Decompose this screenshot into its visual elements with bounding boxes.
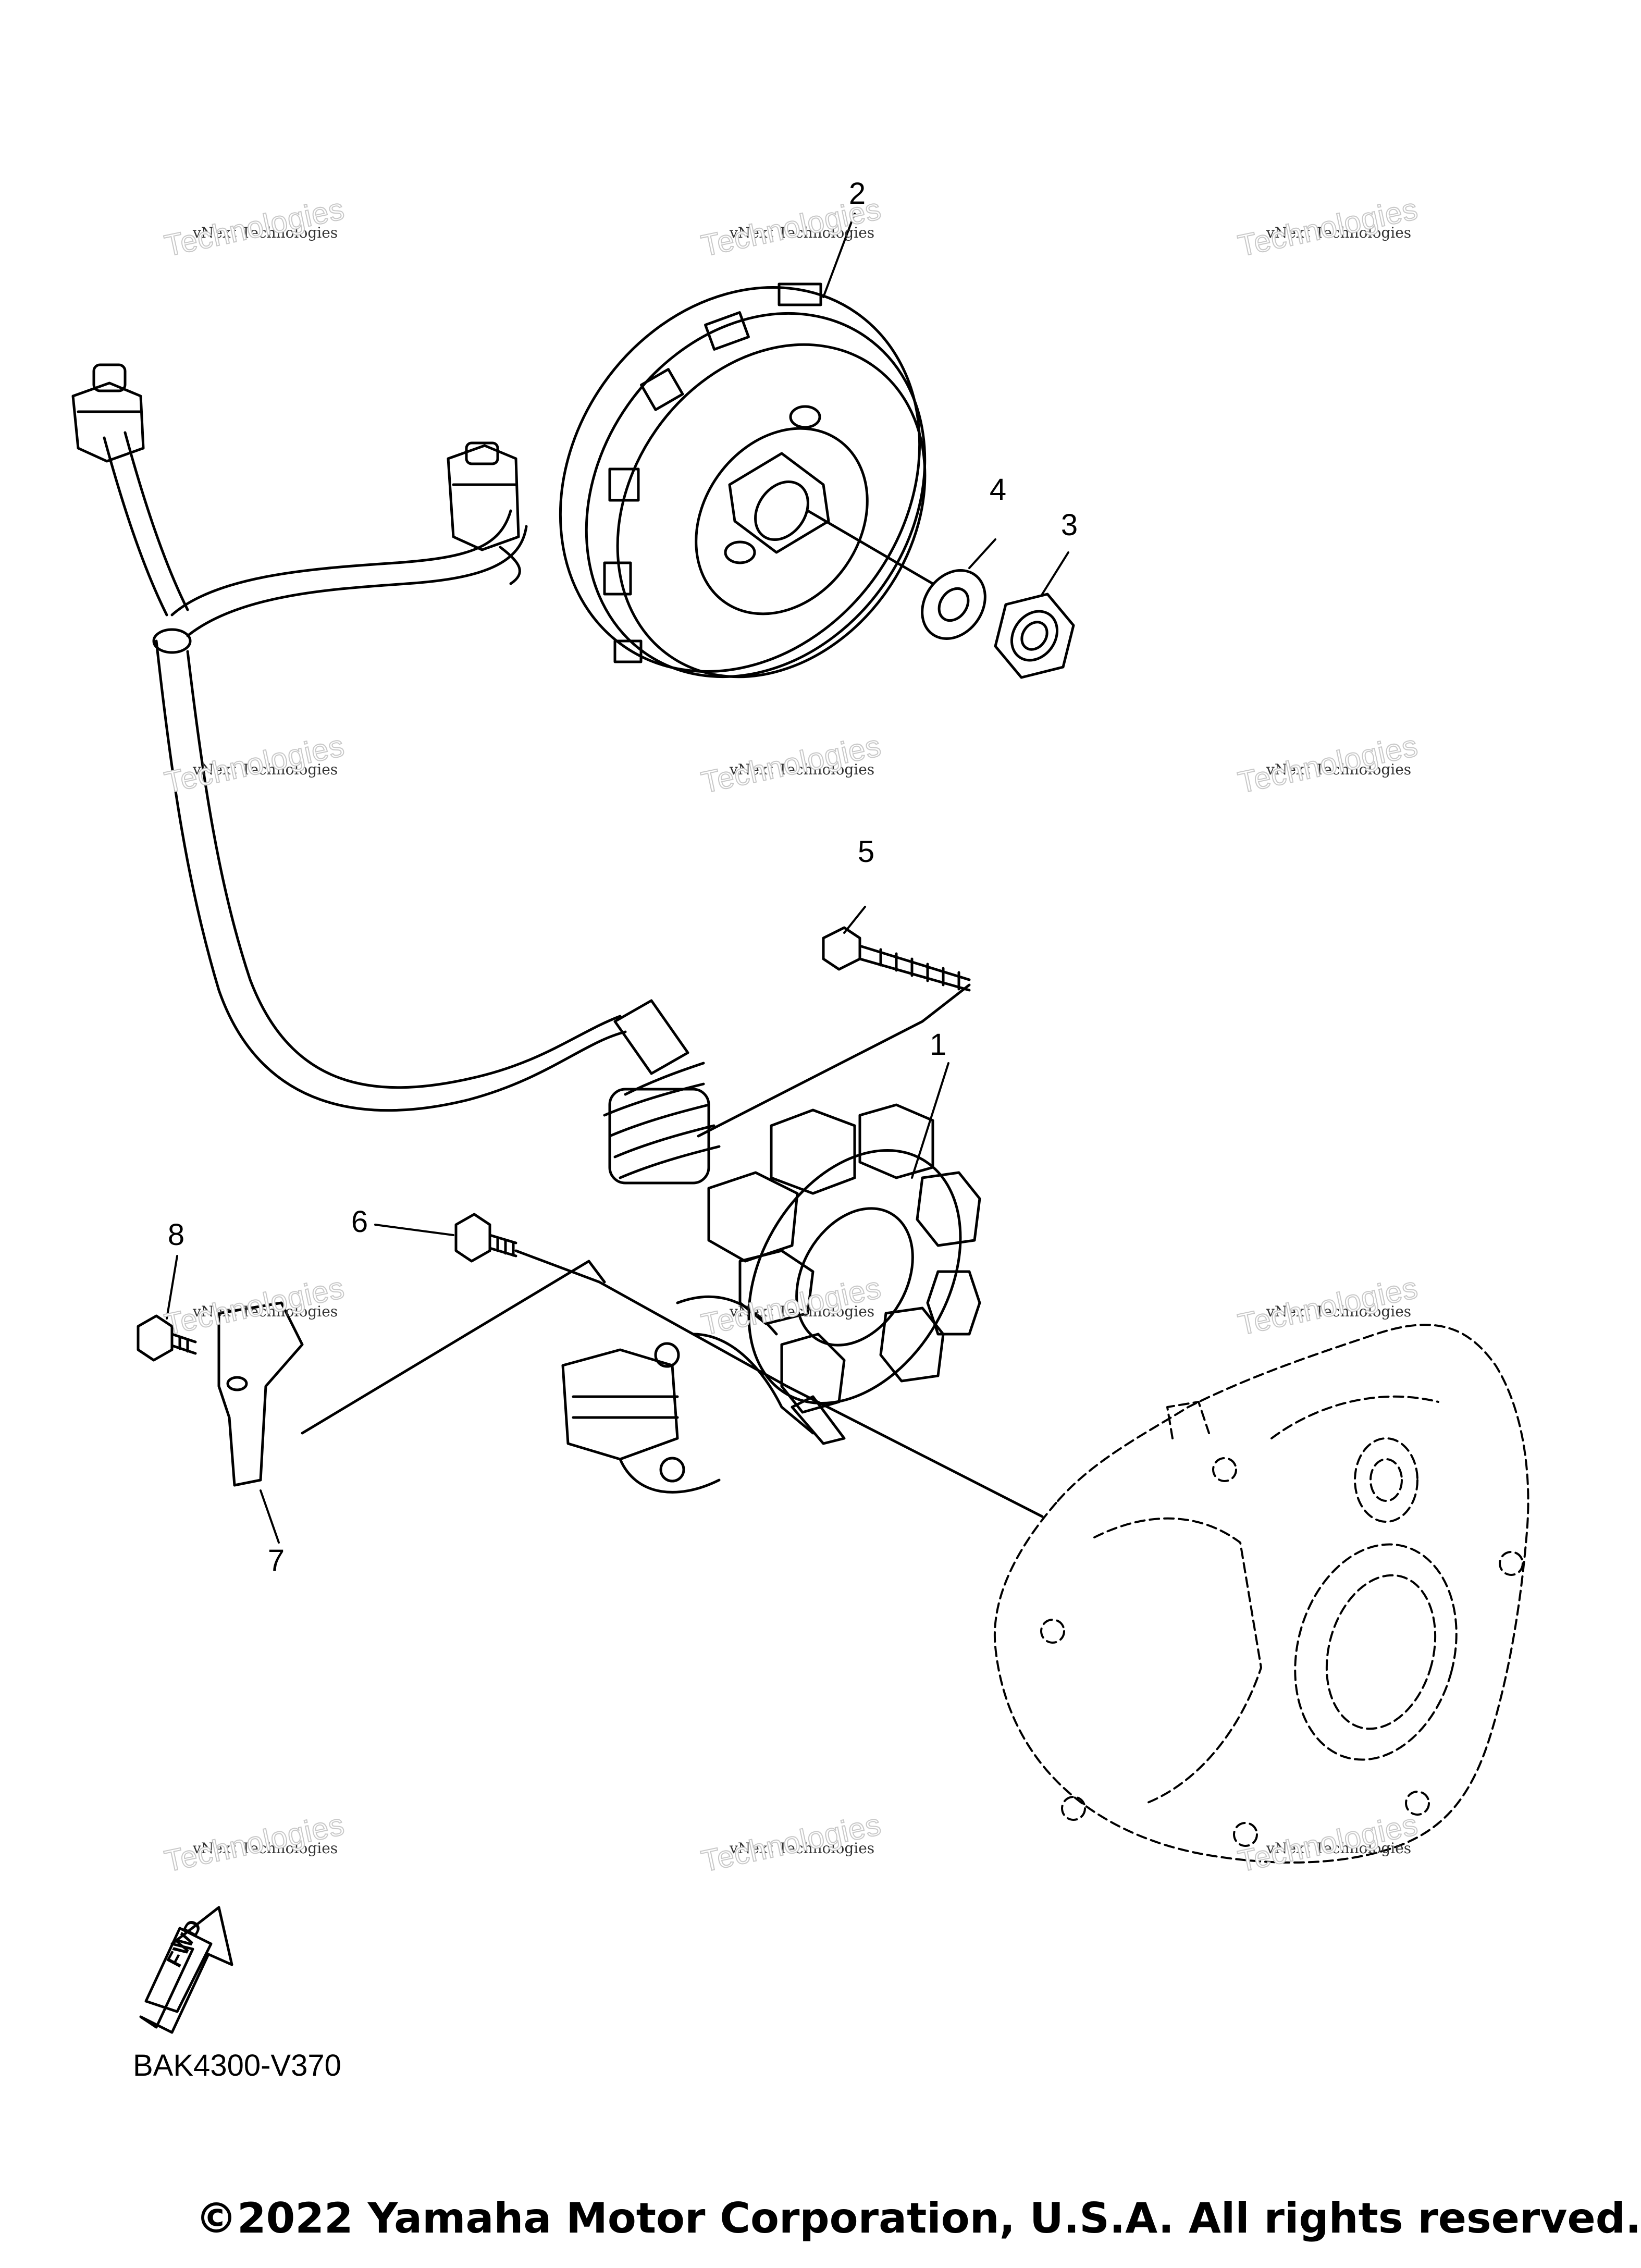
stator bbox=[707, 1103, 981, 1414]
copyright-notice: ©2022 Yamaha Motor Corporation, U.S.A. A… bbox=[195, 2194, 1641, 2242]
callout-4: 4 bbox=[989, 473, 1007, 507]
nut bbox=[994, 593, 1075, 679]
rotor-axis-line bbox=[806, 509, 934, 585]
pickup-coil bbox=[561, 1295, 846, 1494]
callout-7: 7 bbox=[267, 1544, 285, 1577]
callout-5: 5 bbox=[857, 835, 875, 869]
bolt-6 bbox=[454, 1213, 517, 1263]
callout-2: 2 bbox=[848, 177, 866, 211]
callout-leaders bbox=[166, 213, 1069, 1544]
diagram-drawing bbox=[71, 213, 1529, 2034]
bolt-5-leader bbox=[697, 983, 971, 1138]
wire-harness bbox=[103, 431, 721, 1185]
bolt-5 bbox=[822, 926, 971, 992]
connector-upper bbox=[447, 441, 521, 585]
callout-1: 1 bbox=[929, 1028, 947, 1062]
callout-3: 3 bbox=[1060, 508, 1078, 542]
crankcase-cover bbox=[993, 1324, 1529, 1864]
connector-left bbox=[71, 363, 145, 463]
callout-6: 6 bbox=[351, 1205, 368, 1239]
bolt-6-leader bbox=[514, 1249, 1044, 1518]
washer bbox=[921, 569, 986, 640]
parts-diagram: vNext Technologies Technologies vNext Te… bbox=[71, 177, 1641, 2242]
rotor bbox=[559, 282, 927, 679]
bolt-8 bbox=[137, 1314, 197, 1362]
diagram-code: BAK4300-V370 bbox=[133, 2049, 341, 2082]
callout-8: 8 bbox=[167, 1218, 185, 1252]
bracket bbox=[217, 1301, 304, 1487]
bracket-leader bbox=[301, 1260, 606, 1435]
fwd-arrow-icon bbox=[139, 1906, 233, 2034]
